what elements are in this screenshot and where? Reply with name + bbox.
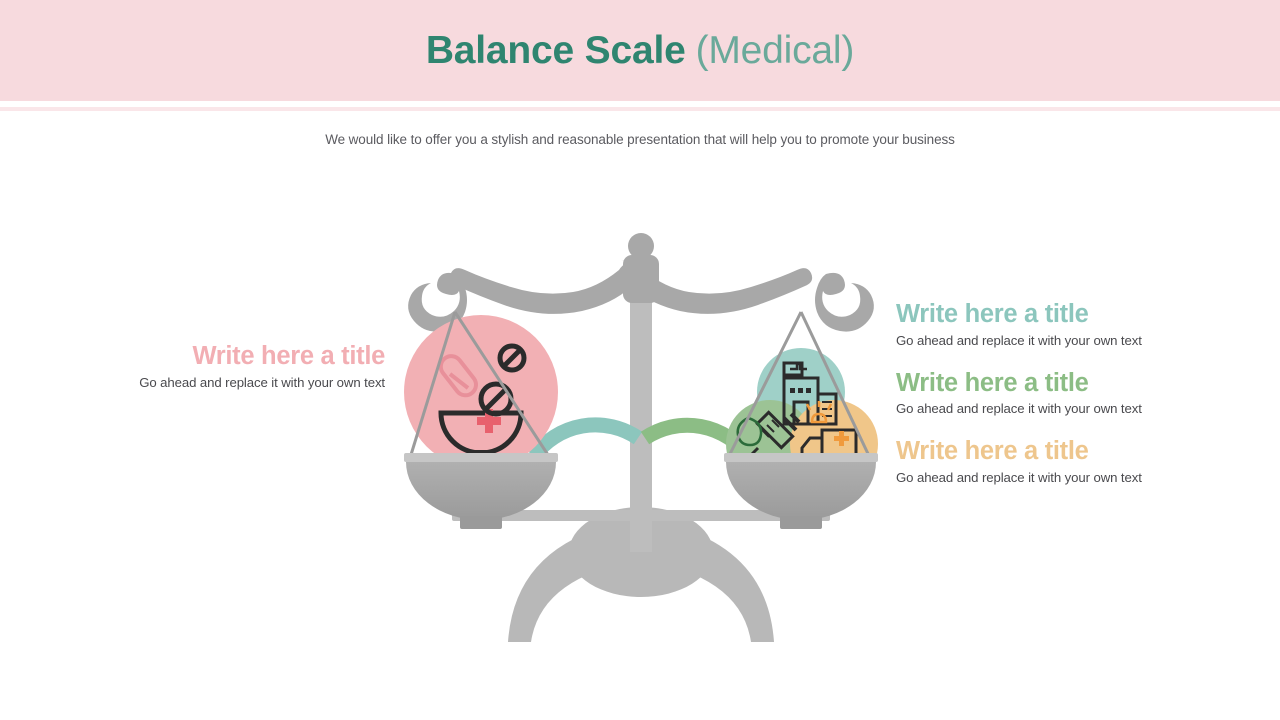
page-title-suffix: (Medical)	[695, 29, 855, 72]
right-pan-rim	[724, 453, 878, 462]
right-block-2[interactable]: Write here a title Go ahead and replace …	[896, 369, 1226, 417]
crossbar-joint	[630, 510, 652, 521]
subtitle: We would like to offer you a stylish and…	[325, 132, 955, 147]
right-pan-group	[724, 311, 878, 529]
left-block-1[interactable]: Write here a title Go ahead and replace …	[60, 342, 385, 390]
balance-scale-illustration	[398, 222, 884, 642]
page-title: Balance Scale (Medical)	[0, 0, 1280, 101]
left-pan-bowl	[406, 462, 556, 520]
right-arm-hook	[815, 272, 874, 332]
right-pan-foot	[780, 516, 822, 529]
right-block-3[interactable]: Write here a title Go ahead and replace …	[896, 437, 1226, 485]
right-pan-bowl	[726, 462, 876, 520]
left-pan-strings	[408, 311, 552, 459]
header-band	[0, 0, 1280, 101]
left-pan-group	[404, 311, 558, 529]
tablet-icon	[497, 343, 527, 373]
scale-beam	[449, 233, 813, 314]
header-divider	[0, 107, 1280, 111]
arc-teal	[527, 417, 643, 461]
scale-base	[508, 507, 774, 642]
right-block-2-body: Go ahead and replace it with your own te…	[896, 401, 1142, 417]
right-text-column: Write here a title Go ahead and replace …	[896, 300, 1226, 506]
right-block-3-title: Write here a title	[896, 437, 1089, 466]
right-pan-strings	[726, 311, 872, 459]
left-pan-foot	[460, 516, 502, 529]
scale-column	[630, 282, 652, 552]
right-block-2-title: Write here a title	[896, 368, 1089, 397]
page-title-main: Balance Scale	[425, 29, 686, 72]
left-block-1-title: Write here a title	[192, 342, 385, 370]
left-pan-rim	[404, 453, 558, 462]
right-block-1[interactable]: Write here a title Go ahead and replace …	[896, 300, 1226, 348]
hospital-building-icon	[782, 361, 838, 426]
left-block-1-body: Go ahead and replace it with your own te…	[139, 374, 385, 390]
right-block-1-title: Write here a title	[896, 300, 1089, 328]
right-block-1-body: Go ahead and replace it with your own te…	[896, 332, 1142, 348]
left-text-column: Write here a title Go ahead and replace …	[60, 342, 385, 411]
syringe-icon	[746, 410, 801, 460]
right-block-3-body: Go ahead and replace it with your own te…	[896, 469, 1142, 485]
pill-capsule-icon	[438, 354, 478, 398]
